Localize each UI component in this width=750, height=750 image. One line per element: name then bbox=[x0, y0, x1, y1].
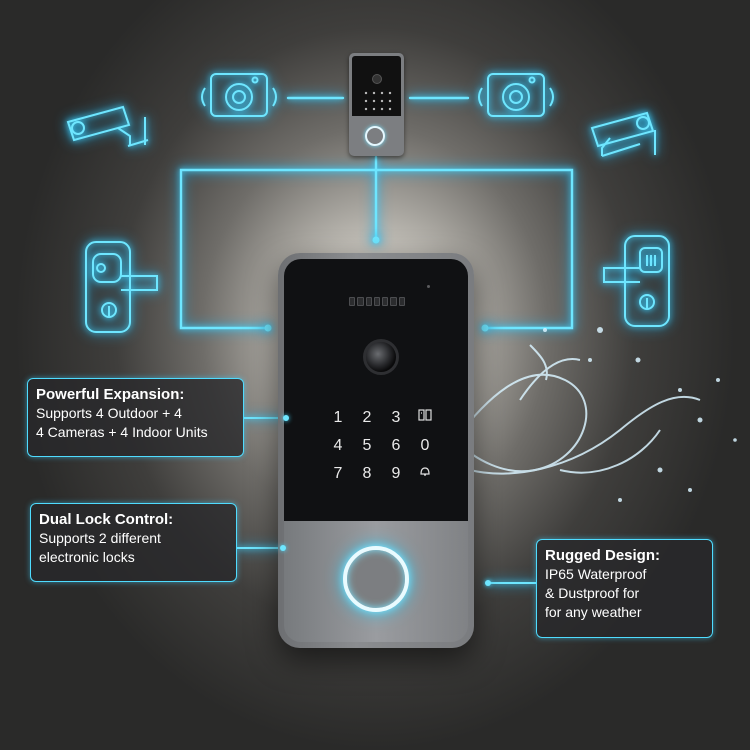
key-4[interactable]: 4 bbox=[333, 437, 343, 454]
bullet-camera-icon-right bbox=[590, 111, 656, 157]
key-3[interactable]: 3 bbox=[391, 409, 401, 426]
dome-camera-icon-right bbox=[478, 73, 554, 117]
callout-expansion-dot bbox=[283, 415, 289, 421]
key-2[interactable]: 2 bbox=[362, 409, 372, 426]
mini-keypad bbox=[362, 89, 392, 113]
mini-panel-top bbox=[352, 56, 401, 116]
key-9[interactable]: 9 bbox=[391, 465, 401, 482]
door-lock-icon-left bbox=[85, 241, 158, 333]
dome-camera-icon-left bbox=[201, 73, 277, 117]
callout-rugged: Rugged Design: IP65 Waterproof & Dustpro… bbox=[536, 539, 713, 638]
key-0[interactable]: 0 bbox=[420, 437, 430, 454]
panel-glass: 1 2 3 4 5 6 0 7 8 9 bbox=[284, 259, 468, 521]
callout-expansion-title: Powerful Expansion: bbox=[36, 386, 185, 403]
key-1[interactable]: 1 bbox=[333, 409, 343, 426]
callout-dual-lock-title: Dual Lock Control: bbox=[39, 511, 174, 528]
key-5[interactable]: 5 bbox=[362, 437, 372, 454]
bell-icon[interactable] bbox=[413, 463, 437, 485]
outdoor-station-small bbox=[349, 53, 404, 156]
callout-rugged-title: Rugged Design: bbox=[545, 547, 660, 564]
callout-rugged-line1: IP65 Waterproof bbox=[545, 566, 647, 582]
callout-rugged-line3: for any weather bbox=[545, 604, 642, 620]
callout-dual-lock-dot bbox=[280, 545, 286, 551]
card-reader-icon bbox=[413, 407, 437, 429]
callout-dual-lock: Dual Lock Control: Supports 2 different … bbox=[30, 503, 237, 582]
key-8[interactable]: 8 bbox=[362, 465, 372, 482]
callout-expansion: Powerful Expansion: Supports 4 Outdoor +… bbox=[27, 378, 244, 457]
bullet-camera-icon-left bbox=[66, 105, 149, 147]
camera-lens bbox=[363, 339, 399, 375]
door-lock-icon-right bbox=[603, 235, 670, 327]
call-button[interactable] bbox=[343, 546, 409, 612]
water-splash-icon bbox=[454, 344, 701, 475]
light-sensor bbox=[427, 285, 430, 288]
callout-dual-lock-line1: Supports 2 different bbox=[39, 530, 161, 546]
callout-rugged-line2: & Dustproof for bbox=[545, 585, 640, 601]
key-6[interactable]: 6 bbox=[391, 437, 401, 454]
callout-expansion-line2: 4 Cameras + 4 Indoor Units bbox=[36, 424, 208, 440]
mini-call-button bbox=[365, 126, 385, 146]
panel-lower bbox=[284, 521, 468, 642]
callout-dual-lock-line2: electronic locks bbox=[39, 549, 135, 565]
mini-camera-lens bbox=[372, 74, 382, 84]
video-doorbell-panel: 1 2 3 4 5 6 0 7 8 9 bbox=[278, 253, 474, 648]
callout-rugged-dot bbox=[485, 580, 491, 586]
callout-expansion-line1: Supports 4 Outdoor + 4 bbox=[36, 405, 182, 421]
key-7[interactable]: 7 bbox=[333, 465, 343, 482]
ir-led-strip bbox=[349, 297, 405, 306]
